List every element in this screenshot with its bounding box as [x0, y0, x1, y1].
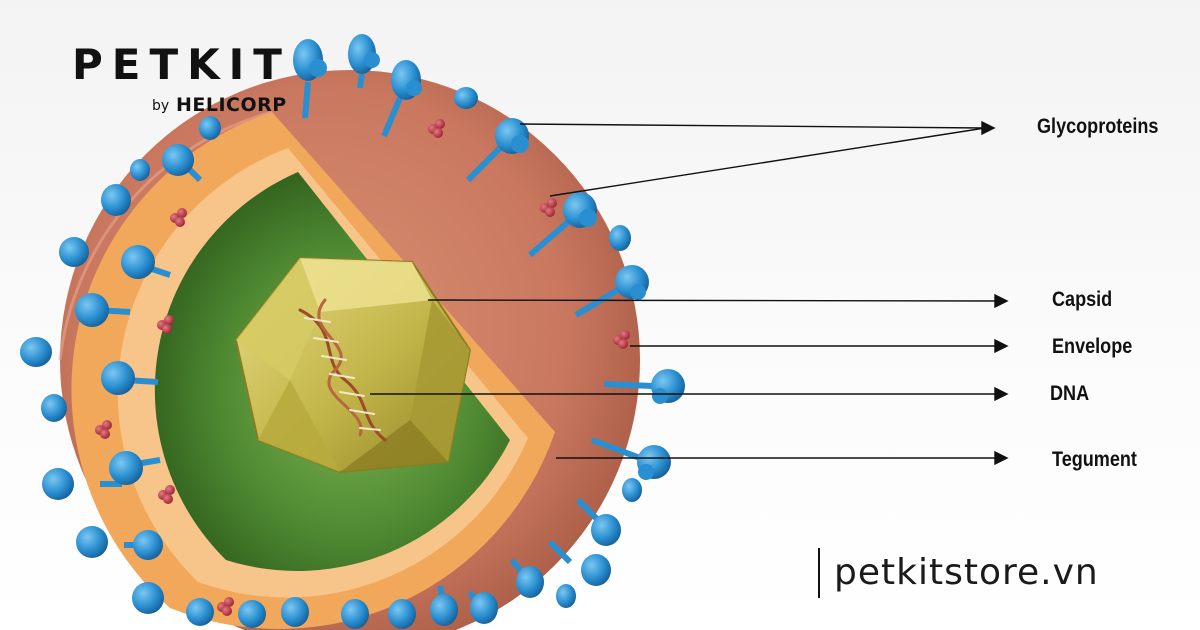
- granule: [217, 597, 234, 616]
- glycoprotein: [59, 237, 89, 267]
- granule: [170, 208, 187, 227]
- glycoprotein: [121, 245, 171, 279]
- arrowhead: [994, 338, 1009, 354]
- glycoprotein: [388, 599, 416, 629]
- label-envelope: Envelope: [1052, 335, 1133, 358]
- brand-name: PETKIT: [72, 40, 291, 89]
- glycoprotein: [130, 159, 150, 181]
- glycoprotein: [281, 597, 309, 627]
- glycoprotein: [186, 598, 214, 626]
- glycoprotein: [20, 337, 52, 367]
- arrowhead: [994, 386, 1009, 402]
- glycoprotein: [199, 116, 221, 140]
- leader-line-glycoproteins-2: [549, 127, 986, 197]
- granule: [95, 420, 112, 439]
- glycoprotein: [609, 225, 631, 251]
- glycoprotein: [76, 526, 108, 558]
- arrowhead: [981, 120, 996, 136]
- glycoprotein: [101, 361, 159, 395]
- brand-logo: PETKIT by HELICORP: [72, 44, 292, 124]
- label-dna: DNA: [1050, 382, 1090, 405]
- granule: [428, 119, 445, 138]
- glycoprotein: [590, 437, 671, 480]
- glycoprotein: [132, 582, 164, 614]
- glycoprotein: [348, 34, 380, 89]
- glycoprotein: [575, 497, 621, 546]
- glycoprotein: [574, 265, 649, 318]
- granule: [613, 330, 630, 349]
- capsid: [234, 256, 472, 474]
- granules: [95, 119, 630, 616]
- glycoprotein: [41, 394, 67, 422]
- website-url: petkitstore.vn: [818, 548, 1099, 598]
- glycoprotein: [381, 60, 422, 138]
- glycoprotein: [556, 584, 576, 608]
- brand-maker: HELICORP: [176, 94, 287, 116]
- glycoprotein: [101, 184, 131, 216]
- glycoprotein: [622, 478, 642, 502]
- glycoprotein: [467, 590, 498, 624]
- glycoprotein: [42, 468, 122, 500]
- leader-line-glycoproteins-1: [519, 123, 986, 129]
- arrowhead: [994, 450, 1009, 466]
- glycoprotein: [75, 293, 131, 327]
- glycoprotein: [238, 600, 266, 628]
- glycoproteins: [20, 34, 685, 629]
- glycoprotein: [430, 585, 458, 626]
- glycoprotein: [341, 599, 369, 629]
- leader-line-capsid: [427, 299, 999, 302]
- label-capsid: Capsid: [1052, 288, 1113, 311]
- glycoprotein: [293, 39, 327, 119]
- granule: [540, 198, 557, 217]
- leader-lines: [370, 120, 1009, 466]
- label-glycoproteins: Glycoproteins: [1037, 115, 1159, 138]
- brand-by: by: [152, 98, 170, 114]
- granule: [158, 485, 175, 504]
- glycoprotein: [547, 539, 611, 586]
- glycoprotein: [162, 144, 203, 183]
- glycoprotein: [124, 530, 163, 560]
- label-tegument: Tegument: [1052, 448, 1137, 471]
- granule: [157, 315, 174, 334]
- glycoprotein: [509, 558, 544, 598]
- glycoprotein: [454, 87, 478, 109]
- glycoprotein: [465, 118, 529, 183]
- glycoprotein: [109, 451, 161, 485]
- arrowhead: [994, 293, 1009, 309]
- glycoprotein: [528, 192, 597, 258]
- dna-helix: [298, 298, 387, 442]
